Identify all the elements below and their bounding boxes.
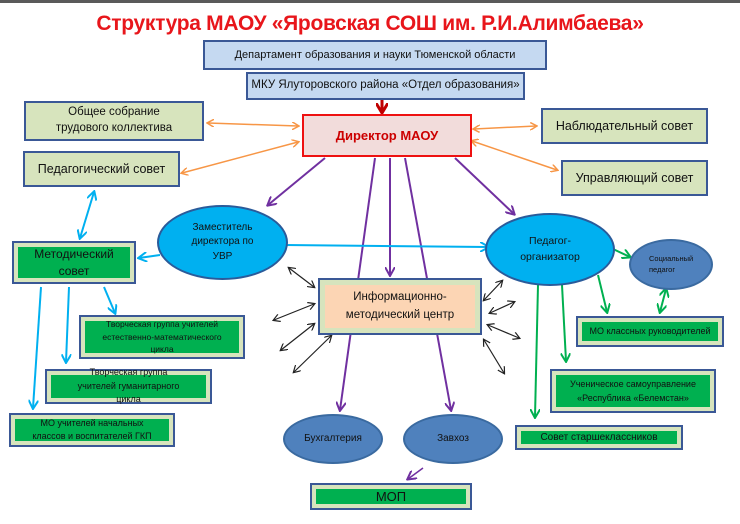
general-meeting-box: Общее собрание трудового коллектива (24, 101, 204, 141)
arrow-info-link-l1 (289, 268, 314, 287)
mop-box: МОП (310, 483, 472, 510)
mku-box: МКУ Ялуторовского района «Отдел образова… (246, 72, 525, 100)
deputy-director-label: Заместитель директора по УВР (191, 221, 254, 262)
top-border (0, 0, 740, 3)
department-box: Департамент образования и науки Тюменско… (203, 40, 547, 70)
zavhoz-ellipse: Завхоз (403, 414, 503, 464)
arrow-social-mo-class (660, 289, 666, 312)
arrow-info-link-l3 (281, 324, 314, 350)
arrow-ped-council-method-council (80, 192, 94, 238)
diagram-title: Структура МАОУ «Яровская СОШ им. Р.И.Али… (96, 12, 644, 35)
arrow-director-deputy (268, 157, 326, 205)
info-center-box: Информационно-методический центр (318, 278, 482, 335)
arrow-info-link-r2 (490, 302, 514, 313)
arrow-director-governing (472, 141, 557, 170)
zavhoz-label: Завхоз (437, 432, 469, 444)
mo-primary-box: МО учителей начальных классов и воспитат… (9, 413, 175, 447)
arrow-organizer-senior-council (535, 284, 538, 417)
arrow-info-link-r1 (484, 281, 502, 300)
general-meeting-label: Общее собрание трудового коллектива (55, 106, 173, 134)
governing-board-box: Управляющий совет (561, 160, 708, 196)
arrow-deputy-ped-organizer (284, 245, 488, 247)
ped-organizer-label: Педагог-организатор (520, 235, 580, 263)
group-science-label: Творческая группа учителей естественно-м… (102, 318, 222, 355)
mop-label: МОП (375, 488, 407, 504)
arrow-organizer-student-gov (562, 284, 566, 361)
director-label: Директор МАОУ (335, 127, 439, 143)
arrow-organizer-mo-class (597, 274, 607, 312)
info-center-inner: Информационно-методический центр (325, 285, 475, 328)
group-science-inner: Творческая группа учителей естественно-м… (85, 318, 239, 355)
accounting-label: Бухгалтерия (304, 432, 362, 444)
student-gov-label: Ученическое самоуправление «Республика «… (570, 378, 696, 403)
group-humanities-inner: Творческая группа учителей гуманитарного… (51, 367, 206, 404)
ped-council-label: Педагогический совет (37, 161, 166, 176)
arrow-director-ped-council (182, 142, 298, 173)
senior-council-box: Совет старшеклассников (515, 425, 683, 450)
arrow-director-general-meeting (208, 123, 298, 126)
deputy-director-ellipse: Заместитель директора по УВР (157, 205, 288, 280)
group-humanities-label: Творческая группа учителей гуманитарного… (77, 367, 180, 405)
mo-primary-inner: МО учителей начальных классов и воспитат… (15, 417, 169, 441)
arrow-director-ped-organizer (454, 157, 514, 214)
arrow-deputy-method-council (139, 255, 161, 258)
student-gov-inner: Ученическое самоуправление «Республика «… (556, 375, 710, 407)
supervisory-board-label: Наблюдательный совет (555, 118, 694, 133)
arrow-info-link-r3 (488, 325, 519, 338)
arrow-info-link-l2 (274, 304, 314, 320)
mo-class-teachers-label: МО классных руководителей (589, 326, 711, 337)
mo-class-teachers-inner: МО классных руководителей (582, 322, 718, 341)
method-council-inner: Методический совет (18, 247, 130, 278)
info-center-label: Информационно-методический центр (345, 291, 455, 321)
supervisory-board-box: Наблюдательный совет (541, 108, 708, 144)
department-label: Департамент образования и науки Тюменско… (234, 48, 516, 61)
arrow-zavhoz-mop (408, 467, 424, 479)
senior-council-label: Совет старшеклассников (540, 431, 658, 443)
mo-class-teachers-box: МО классных руководителей (576, 316, 724, 347)
arrow-method-group-science (103, 286, 115, 313)
mop-inner: МОП (316, 489, 466, 504)
arrow-organizer-social (612, 248, 630, 257)
social-pedagogue-ellipse: Социальный педагог (629, 239, 713, 290)
mo-primary-label: МО учителей начальных классов и воспитат… (32, 417, 152, 441)
ped-council-box: Педагогический совет (23, 151, 180, 187)
accounting-ellipse: Бухгалтерия (283, 414, 383, 464)
arrow-method-group-humanities (66, 286, 69, 362)
arrow-method-mo-primary (33, 286, 42, 408)
governing-board-label: Управляющий совет (575, 170, 694, 185)
director-box: Директор МАОУ (302, 114, 472, 157)
group-science-box: Творческая группа учителей естественно-м… (79, 315, 245, 359)
social-pedagogue-label: Социальный педагог (649, 253, 694, 274)
ped-organizer-ellipse: Педагог-организатор (485, 213, 615, 286)
method-council-box: Методический совет (12, 241, 136, 284)
arrow-info-link-r4 (484, 340, 504, 373)
arrow-info-link-l4 (294, 336, 331, 372)
group-humanities-box: Творческая группа учителей гуманитарного… (45, 367, 212, 404)
mku-label: МКУ Ялуторовского района «Отдел образова… (251, 79, 520, 92)
arrow-director-supervisory (474, 126, 536, 129)
method-council-label: Методический совет (34, 247, 114, 278)
senior-council-inner: Совет старшеклассников (521, 431, 677, 444)
student-gov-box: Ученическое самоуправление «Республика «… (550, 369, 716, 413)
